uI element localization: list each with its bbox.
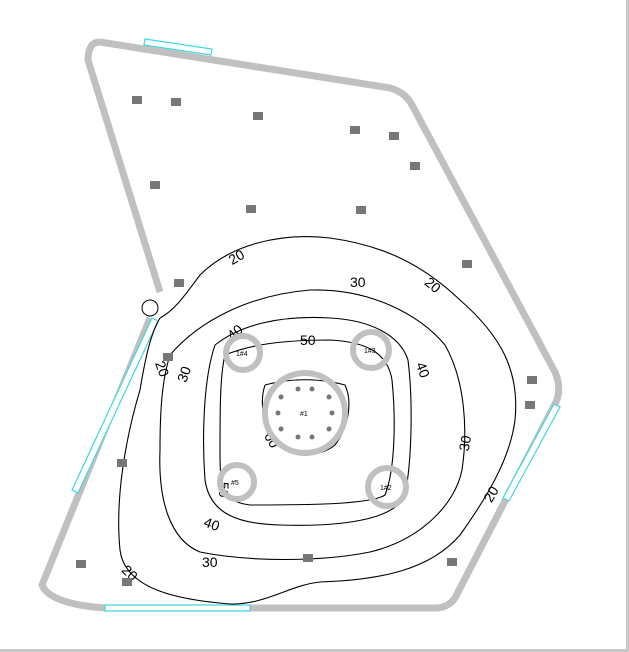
ring-1-4	[223, 333, 263, 373]
contour-label: 40	[202, 514, 222, 534]
contour-label: 20	[422, 274, 444, 296]
contour-label: 30	[202, 554, 218, 570]
contour-label: 20	[480, 483, 502, 505]
ring-label: #5	[231, 480, 239, 487]
ring-5	[217, 462, 257, 502]
contour-40	[203, 316, 412, 526]
contour-lines	[118, 236, 517, 605]
column	[174, 279, 184, 287]
column	[253, 112, 263, 120]
ring-label: 1#3	[364, 348, 376, 355]
column	[246, 205, 256, 213]
contour-label: 50	[300, 332, 316, 348]
column	[525, 401, 535, 409]
contour-label: 20	[152, 359, 172, 379]
column	[163, 353, 173, 361]
contour-label: 20	[226, 246, 248, 268]
contour-30	[159, 289, 466, 561]
ring-label: 1#4	[236, 351, 248, 358]
windows	[71, 38, 561, 612]
column	[527, 376, 537, 384]
column	[410, 162, 420, 170]
column	[76, 560, 86, 568]
column	[132, 96, 142, 104]
column	[350, 126, 360, 134]
column	[122, 578, 132, 586]
column	[150, 181, 160, 189]
ring-studs	[275, 386, 335, 440]
rings	[217, 329, 409, 509]
column	[117, 459, 127, 467]
contour-50	[219, 339, 395, 506]
contour-label: 30	[456, 434, 474, 452]
column	[171, 98, 181, 106]
ring-label: #1	[300, 411, 308, 418]
column	[356, 206, 366, 214]
contour-label-group: 20 20 20 20 20 30 30 30 30 40 40 40 50 5…	[119, 246, 502, 584]
pipe-loop	[141, 299, 159, 317]
contour-20	[118, 236, 517, 605]
ring-1-3	[350, 329, 392, 371]
contour-label: 30	[174, 364, 194, 384]
building-outline	[38, 38, 563, 612]
ring-label: 1#2	[380, 485, 392, 492]
columns	[76, 96, 537, 586]
column	[462, 260, 472, 268]
ring-1-2	[365, 465, 409, 509]
contour-label: 40	[413, 360, 433, 380]
ring-1	[262, 370, 348, 456]
column	[447, 558, 457, 566]
column	[303, 554, 313, 562]
column	[389, 132, 399, 140]
contour-label: 30	[350, 274, 366, 290]
